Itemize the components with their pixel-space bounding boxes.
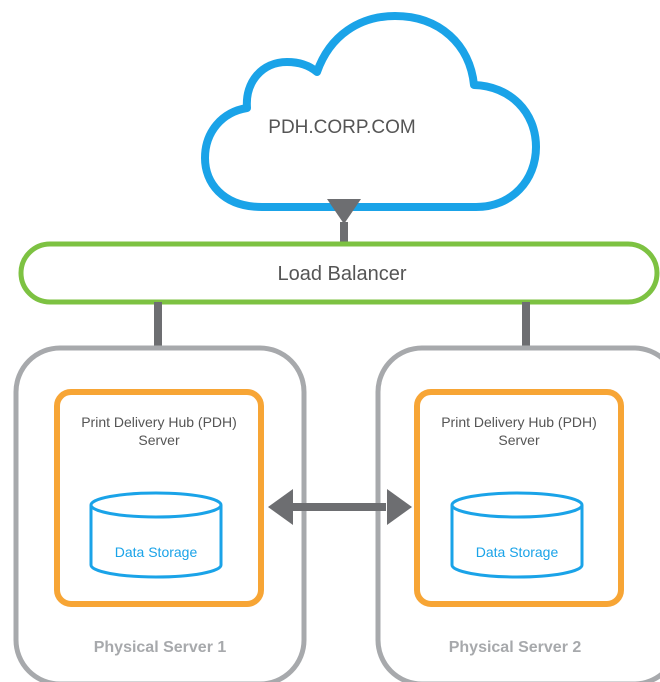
physical-server-2: Print Delivery Hub (PDH) Server Data Sto… [375,345,660,682]
physical-server-1: Print Delivery Hub (PDH) Server Data Sto… [13,345,307,682]
pdh-server-label-line2: Server [498,432,540,448]
cloud-icon [201,12,540,211]
data-storage-label: Data Storage [115,544,198,560]
cloud-label: PDH.CORP.COM [268,117,415,138]
connector-right [522,302,530,346]
connector-left [154,302,162,346]
cloud-connector [327,199,361,244]
load-balancer-label: Load Balancer [278,263,407,285]
pdh-server-label-line2: Server [138,432,180,448]
database-icon [450,491,584,579]
database-icon [89,491,223,579]
physical-server-label: Physical Server 1 [94,639,227,656]
physical-server-label: Physical Server 2 [449,639,582,656]
connector-stem [340,222,348,244]
data-storage-label: Data Storage [476,544,559,560]
pdh-server-label-line1: Print Delivery Hub (PDH) [81,414,237,430]
load-balancer-node: Load Balancer [18,241,660,305]
pdh-server-label-line1: Print Delivery Hub (PDH) [441,414,597,430]
double-arrow-icon [268,489,412,525]
load-balancer-box [18,241,660,305]
connector-funnel [327,199,361,224]
cloud-node: PDH.CORP.COM [201,12,540,211]
